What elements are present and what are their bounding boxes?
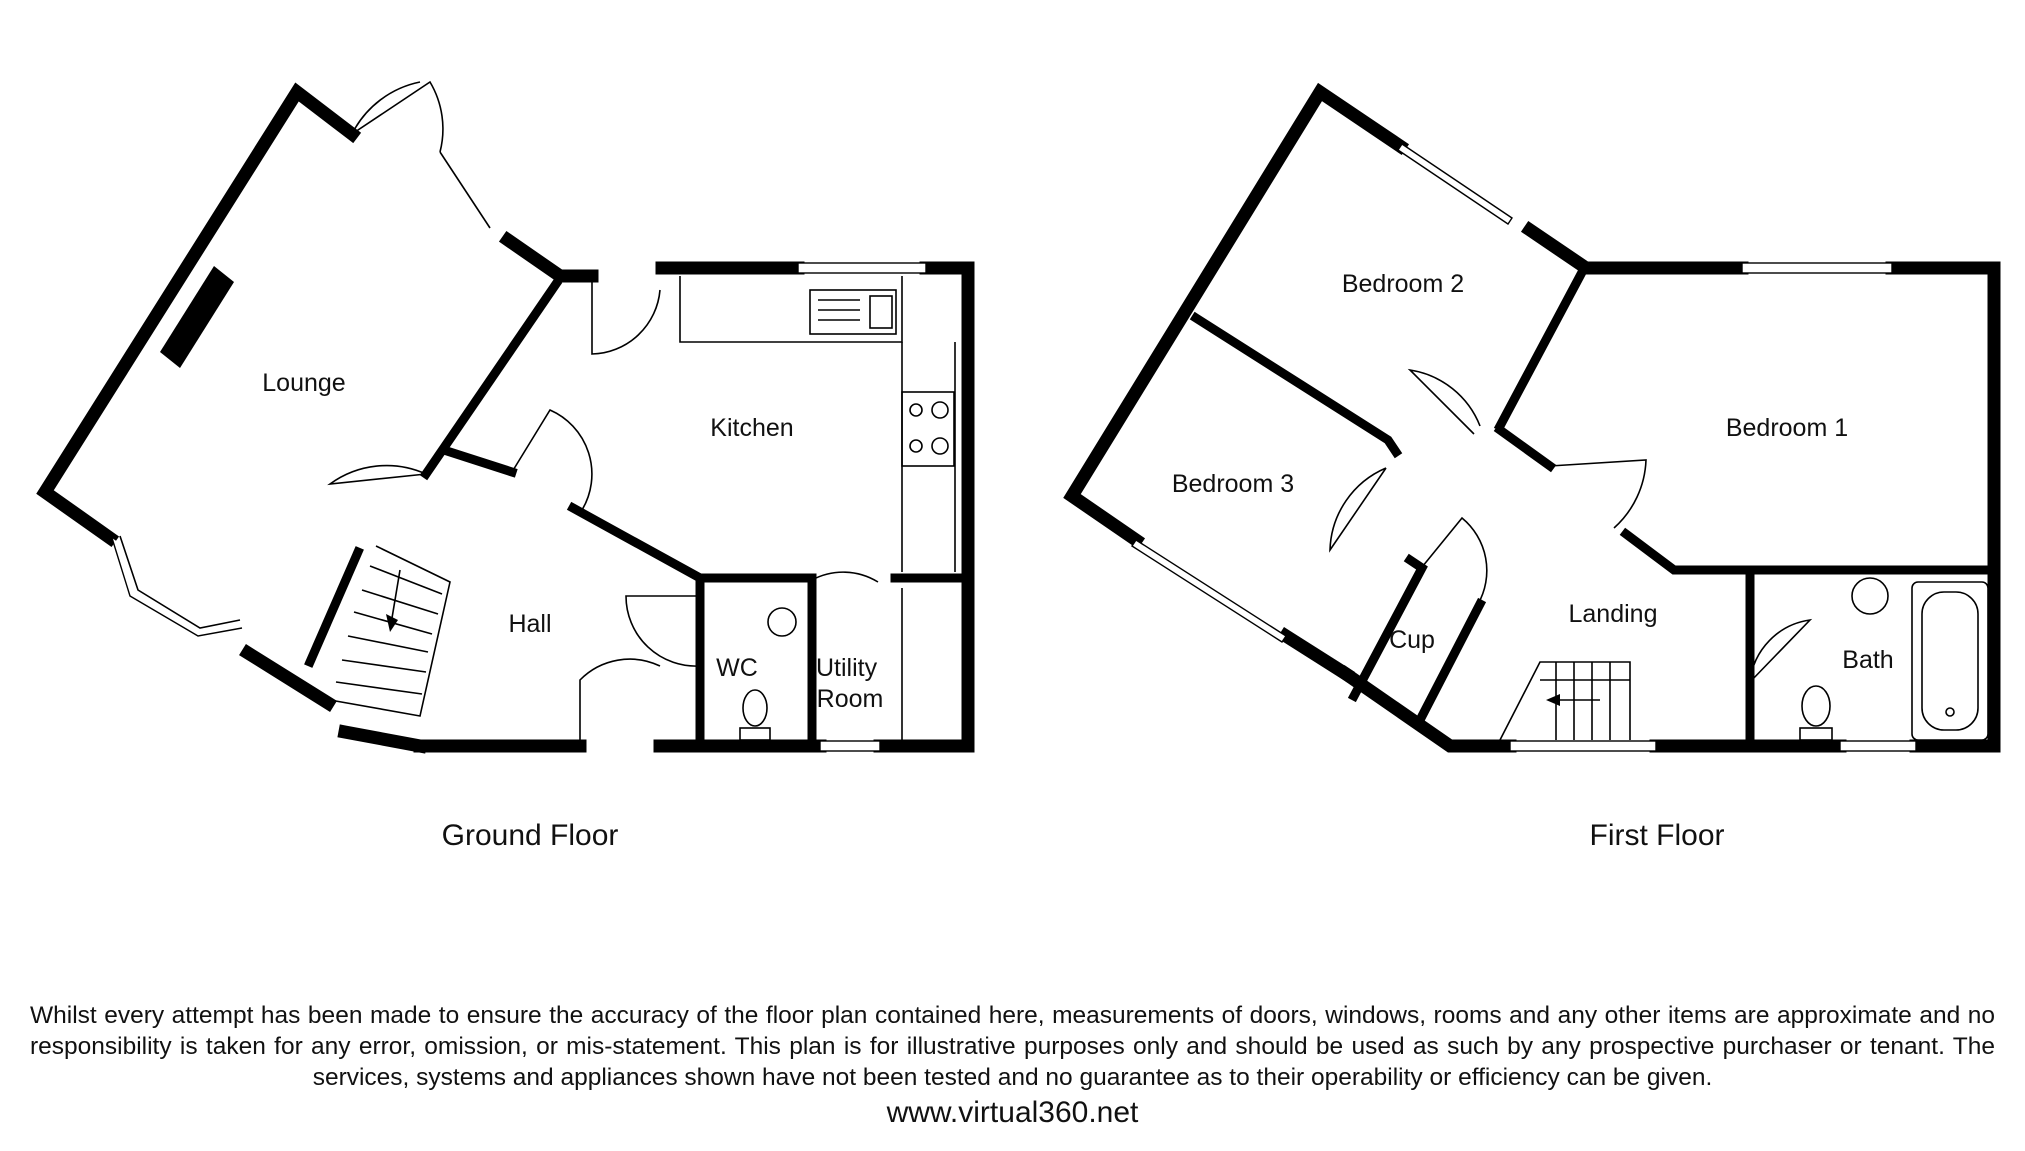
website-link[interactable]: www.virtual360.net [886, 1096, 1139, 1129]
french-doors [351, 80, 491, 229]
bathtub-icon [1911, 581, 1989, 741]
first-floor-plan: Bedroom 2 Bedroom 1 Bedroom 3 Landing Cu… [1063, 82, 2001, 852]
bedroom3-door [1329, 467, 1387, 553]
room-label-bath: Bath [1842, 646, 1893, 674]
disclaimer-text: Whilst every attempt has been made to en… [30, 1002, 1995, 1091]
bedroom2-door [1407, 368, 1481, 435]
bath-window [1839, 740, 1917, 752]
hall-kitchen-door [591, 276, 661, 355]
bedroom2-window [1397, 143, 1513, 225]
ground-floor-outer-walls [36, 82, 975, 754]
wc-door [625, 595, 701, 667]
front-door [579, 658, 661, 746]
utility-window [819, 740, 881, 752]
first-floor-title: First Floor [1590, 819, 1725, 852]
room-label-utility: Utility Room [816, 654, 884, 713]
room-label-hall: Hall [508, 610, 551, 638]
ground-floor-title: Ground Floor [442, 819, 619, 852]
bedroom1-door [1549, 459, 1647, 529]
ground-floor-stairs [329, 545, 451, 717]
room-label-wc: WC [716, 654, 758, 682]
kitchen-door [511, 408, 593, 511]
utility-label-text: Utility [816, 654, 878, 682]
ground-floor-interior-walls [304, 277, 973, 751]
first-floor-stairs [1499, 661, 1631, 741]
room-label-bedroom2: Bedroom 2 [1342, 270, 1464, 298]
bay-window [111, 537, 243, 637]
lounge-door [327, 464, 427, 486]
utility-door [811, 571, 879, 646]
hob-icon [901, 391, 955, 467]
bedroom3-window [1131, 539, 1287, 643]
bath-door [1749, 618, 1813, 683]
room-label-cup: Cup [1389, 626, 1435, 654]
room-label-kitchen: Kitchen [710, 414, 793, 442]
ground-floor-plan: Lounge Kitchen Hall WC Utility Room Grou… [36, 80, 975, 852]
room-label-bedroom3: Bedroom 3 [1172, 470, 1294, 498]
sink-icon [809, 289, 897, 335]
chimney-breast [160, 266, 234, 368]
cup-door [1417, 516, 1488, 605]
room-label-landing: Landing [1569, 600, 1658, 628]
room-label-lounge: Lounge [262, 369, 345, 397]
kitchen-window [797, 262, 927, 274]
utility-label-text-line2: Room [817, 685, 884, 713]
wc-toilet-icon [739, 607, 797, 741]
room-label-bedroom1: Bedroom 1 [1726, 414, 1848, 442]
bath-toilet-icon [1801, 685, 1831, 727]
kitchen-units [679, 276, 956, 740]
first-floor-outer-walls [1063, 82, 2001, 753]
bedroom1-window [1741, 262, 1893, 274]
bath-basin-icon [1851, 577, 1889, 615]
bath-fittings [1799, 577, 1989, 741]
landing-window [1509, 740, 1657, 752]
first-floor-interior-walls [1189, 269, 1999, 751]
